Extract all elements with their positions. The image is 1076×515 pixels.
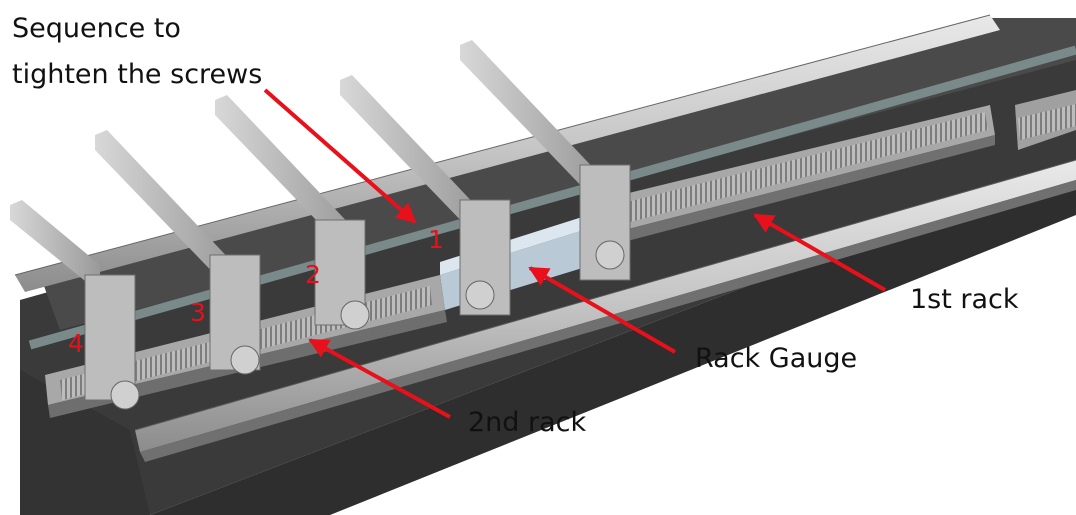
sequence-number-4: 4 [68,329,84,358]
sequence-arrow [263,88,417,224]
sequence-label-line1: Sequence to [12,13,181,44]
rack-clamps [10,40,631,410]
sequence-number-3: 3 [190,298,206,327]
first-rack-body [600,90,1076,246]
clamp [460,40,631,281]
first-rack-arrow [753,213,886,292]
second-rack-arrow [308,338,451,419]
clamp [10,200,140,410]
second-rack-label: 2nd rack [468,407,587,438]
rack-gauge-label: Rack Gauge [695,343,857,374]
tension-shaft [28,45,1076,350]
sequence-number-1: 1 [428,225,444,254]
clamp [215,95,370,330]
annotation-arrows [263,88,886,419]
sequence-number-2: 2 [305,260,321,289]
clamp [340,75,511,316]
front-linear-rail [134,159,1076,462]
clamp [95,130,261,375]
first-rack-label: 1st rack [910,284,1019,315]
rack-gauge-arrow [528,266,677,354]
sequence-label-line2: tighten the screws [12,59,262,90]
